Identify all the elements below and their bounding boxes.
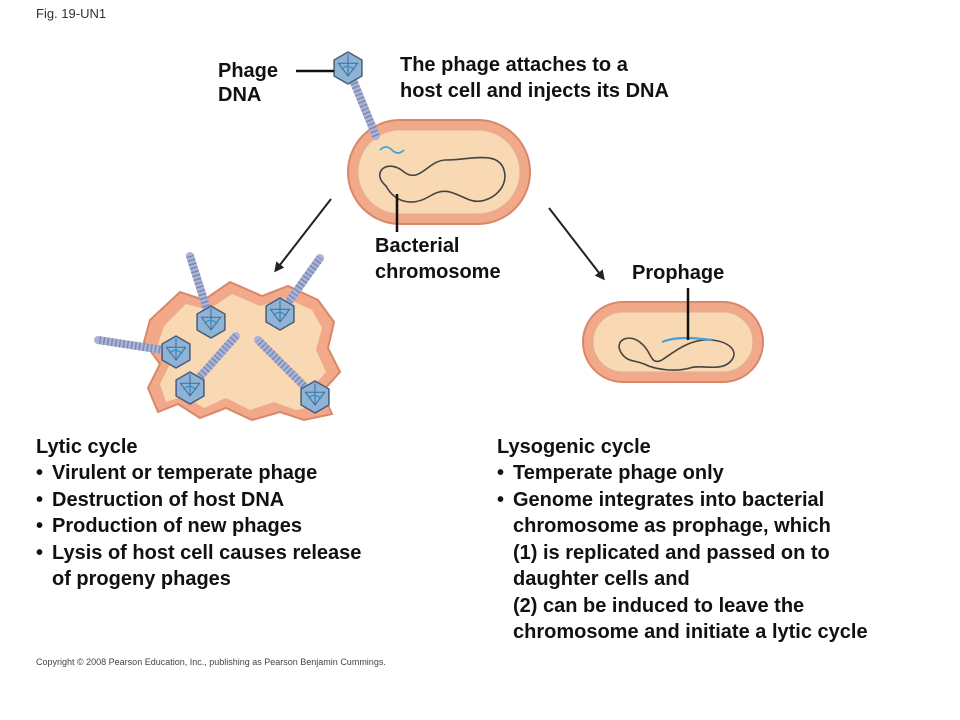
progeny-phage-3 xyxy=(94,335,191,369)
lytic-item-4: • Lysis of host cell causes release of pro… xyxy=(36,540,361,593)
progeny-phage-5-capsid-facets xyxy=(304,383,326,406)
lysogen-cell-cytoplasm xyxy=(592,311,754,373)
lysogenic-bullet-1: • xyxy=(497,462,505,484)
prophage-label: Prophage xyxy=(632,262,725,284)
progeny-phage-2-tail-rings xyxy=(276,255,324,317)
figure-label: Fig. 19-UN1 xyxy=(36,6,107,21)
lysogenic-item-2-line-6: chromosome and initiate a lytic cycle xyxy=(513,621,868,643)
injected-phage-dna xyxy=(379,146,405,154)
arrow-to-lytic xyxy=(274,198,332,273)
bacterial-chromosome-loop xyxy=(379,156,506,203)
progeny-phage-4-capsid-facets xyxy=(179,374,201,397)
host-cell-cytoplasm xyxy=(357,129,521,215)
copyright-notice: Copyright © 2008 Pearson Education, Inc.… xyxy=(36,657,386,667)
lysogenic-item-1: • Temperate phage only xyxy=(497,460,868,487)
progeny-phage-5-capsid-dna xyxy=(308,394,322,400)
lysogenic-item-2: • Genome integrates into bacterial chromos… xyxy=(497,487,868,646)
progeny-phage-1-capsid-facets xyxy=(200,308,222,331)
progeny-phage-1 xyxy=(186,252,226,339)
progeny-phage-2-capsid-dna xyxy=(273,311,287,317)
lytic-bullet-list: • Virulent or temperate phage • Destruction… xyxy=(36,460,361,593)
lytic-item-1-line-1: Virulent or temperate phage xyxy=(52,462,318,484)
progeny-phage-3-capsid-dna xyxy=(169,349,183,355)
lysogenic-bullet-list: • Temperate phage only • Genome integrates … xyxy=(497,460,868,646)
lytic-heading: Lytic cycle xyxy=(36,436,138,458)
lytic-item-3: • Production of new phages xyxy=(36,513,361,540)
integrated-prophage-dna xyxy=(661,336,713,344)
progeny-phage-3-capsid-facets xyxy=(165,338,187,361)
bacterial-chromosome-label-line-2: chromosome xyxy=(375,261,501,283)
lytic-bullet-4: • xyxy=(36,541,44,564)
infecting-phage-capsid-facets xyxy=(337,54,359,77)
attach-caption-line-1: The phage attaches to a xyxy=(400,54,628,76)
lytic-item-4-line-2: of progeny phages xyxy=(52,568,231,590)
phage-dna-label: Phage DNA xyxy=(218,59,278,107)
lytic-item-4-line-1: Lysis of host cell causes release xyxy=(52,541,362,564)
lysogenic-bullet-2: • xyxy=(497,488,505,511)
progeny-phage-4 xyxy=(175,332,240,405)
lytic-item-2-line-1: Destruction of host DNA xyxy=(52,488,285,511)
phage-dna-label-line-1: Phage xyxy=(218,60,279,82)
lytic-item-3-line-1: Production of new phages xyxy=(52,515,303,537)
lysogenic-item-2-line-5: (2) can be induced to leave the xyxy=(513,594,805,617)
infecting-phage xyxy=(333,51,380,140)
lysogenic-item-1-line-1: Temperate phage only xyxy=(513,462,724,484)
bacterial-chromosome-label-line-1: Bacterial xyxy=(375,235,460,257)
lytic-item-2: • Destruction of host DNA xyxy=(36,487,361,514)
lytic-bullet-3: • xyxy=(36,515,44,537)
progeny-phage-2-capsid-facets xyxy=(269,300,291,323)
attach-caption-line-2: host cell and injects its DNA xyxy=(400,80,669,102)
progeny-phage-2 xyxy=(265,254,324,331)
arrow-to-lysogenic xyxy=(548,207,605,281)
lytic-item-1: • Virulent or temperate phage xyxy=(36,460,361,487)
lysogenic-item-2-line-4: daughter cells and xyxy=(513,568,690,590)
progeny-phage-1-capsid-dna xyxy=(204,319,218,325)
lytic-bullet-2: • xyxy=(36,488,44,511)
lysogenic-item-2-line-3: (1) is replicated and passed on to xyxy=(513,541,830,564)
lytic-bullet-1: • xyxy=(36,462,44,484)
lysogenic-item-2-line-2: chromosome as prophage, which xyxy=(513,515,831,537)
infecting-phage-capsid-dna xyxy=(341,65,355,71)
attach-caption: The phage attaches to a host cell and in… xyxy=(400,52,669,104)
bacterial-chromosome-label: Bacterial chromosome xyxy=(375,233,501,285)
progeny-phage-5 xyxy=(254,336,330,414)
phage-dna-label-line-2: DNA xyxy=(218,84,262,106)
progeny-phage-4-capsid-dna xyxy=(183,385,197,391)
lysogenic-item-2-line-1: Genome integrates into bacterial xyxy=(513,488,825,511)
lysogenic-heading: Lysogenic cycle xyxy=(497,436,651,458)
lysogen-chromosome xyxy=(618,337,735,371)
